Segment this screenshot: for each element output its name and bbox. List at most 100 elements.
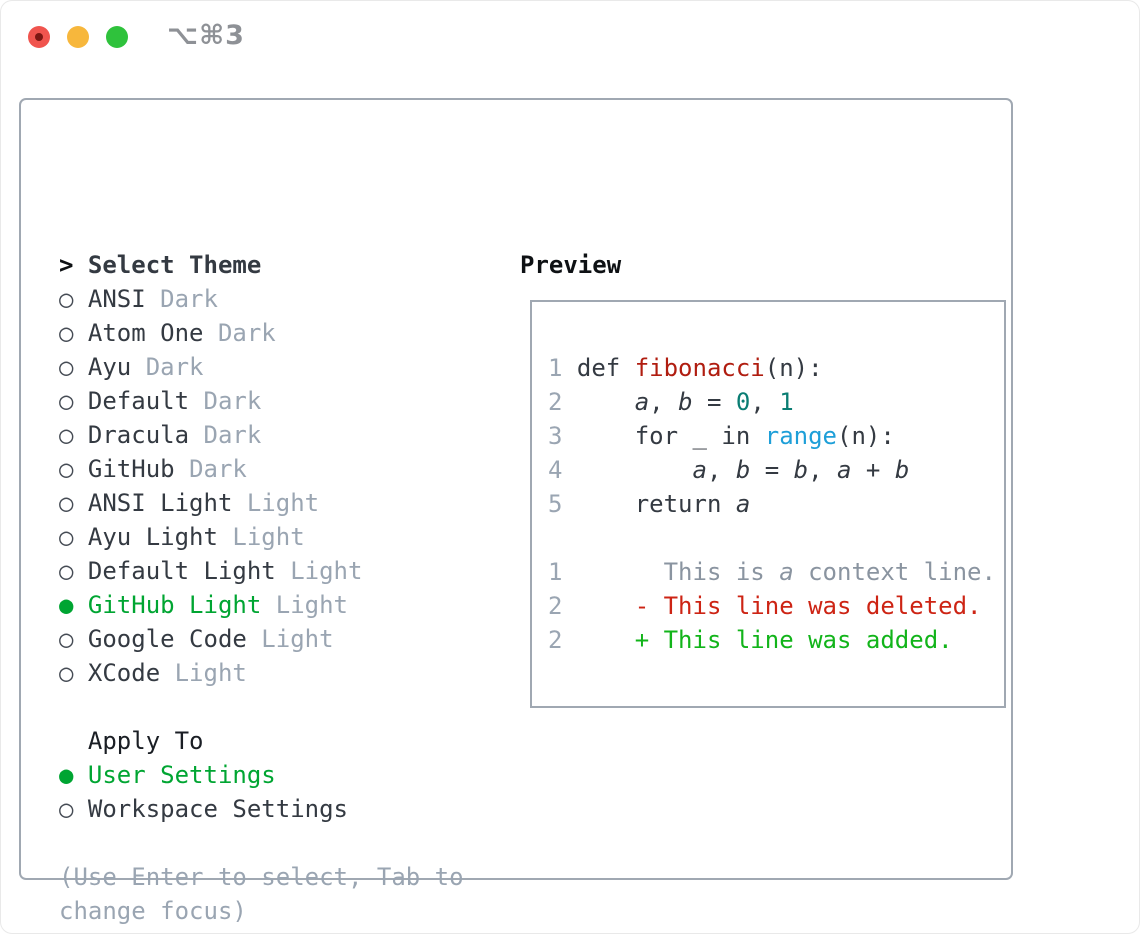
- apply-to-label: Apply To: [87, 727, 204, 755]
- line-number: 2: [548, 388, 577, 416]
- preview-line: 2 a, b = 0, 1: [548, 385, 1004, 419]
- theme-name: ANSI Light: [87, 489, 247, 517]
- theme-option-ansi[interactable]: ○ ANSI Dark: [59, 282, 464, 316]
- theme-name: Ayu: [87, 353, 146, 381]
- hint-text-line1: (Use Enter to select, Tab to: [59, 863, 464, 891]
- preview-line: 2 - This line was deleted.: [548, 589, 1004, 623]
- theme-name: Google Code: [87, 625, 262, 653]
- line-number: 2: [548, 592, 577, 620]
- theme-variant-tag: Light: [174, 659, 247, 687]
- theme-option-default[interactable]: ○ Default Dark: [59, 384, 464, 418]
- code-token-dimvar: a: [779, 558, 794, 586]
- preview-line: 4 a, b = b, a + b: [548, 453, 1004, 487]
- theme-option-ayu[interactable]: ○ Ayu Dark: [59, 350, 464, 384]
- code-token-func: fibonacci: [634, 354, 765, 382]
- radio-unselected-icon: ○: [59, 523, 88, 551]
- radio-selected-icon: ●: [59, 761, 88, 789]
- theme-name: Ayu Light: [87, 523, 233, 551]
- code-token-code: for _ in: [576, 422, 765, 450]
- theme-option-github-light[interactable]: ● GitHub Light Light: [59, 588, 464, 622]
- radio-unselected-icon: ○: [59, 353, 88, 381]
- theme-name: GitHub Light: [87, 591, 276, 619]
- code-token-code: ,: [649, 388, 679, 416]
- theme-variant-tag: Light: [290, 557, 363, 585]
- minimize-button[interactable]: [67, 26, 89, 48]
- select-theme-label: Select Theme: [87, 251, 262, 279]
- apply-option-user-settings[interactable]: ● User Settings: [59, 758, 464, 792]
- hint-text-line2: change focus): [59, 897, 247, 925]
- code-token-var: b: [678, 388, 693, 416]
- code-token-num: 1: [779, 388, 794, 416]
- theme-option-google-code[interactable]: ○ Google Code Light: [59, 622, 464, 656]
- theme-variant-tag: Dark: [189, 455, 247, 483]
- theme-name: ANSI: [87, 285, 161, 313]
- preview-line: 3 for _ in range(n):: [548, 419, 1004, 453]
- radio-unselected-icon: ○: [59, 387, 88, 415]
- code-token-code: return: [576, 490, 736, 518]
- zoom-button[interactable]: [106, 26, 128, 48]
- theme-option-github[interactable]: ○ GitHub Dark: [59, 452, 464, 486]
- theme-option-default-light[interactable]: ○ Default Light Light: [59, 554, 464, 588]
- preview-line: [548, 521, 1004, 555]
- code-token-var: b: [894, 456, 910, 484]
- preview-line: 5 return a: [548, 487, 1004, 521]
- code-token-builtin: range: [764, 422, 837, 450]
- theme-variant-tag: Dark: [160, 285, 218, 313]
- radio-unselected-icon: ○: [59, 557, 88, 585]
- code-token-code: ,: [706, 456, 736, 484]
- theme-option-atom-one[interactable]: ○ Atom One Dark: [59, 316, 464, 350]
- preview-line: 1 This is a context line.: [548, 555, 1004, 589]
- code-token-dim: context line.: [793, 558, 996, 586]
- apply-option-label: Workspace Settings: [87, 795, 348, 823]
- code-token-dim: This is: [576, 558, 780, 586]
- theme-option-ayu-light[interactable]: ○ Ayu Light Light: [59, 520, 464, 554]
- theme-variant-tag: Dark: [145, 353, 204, 381]
- code-token-code: +: [851, 456, 895, 484]
- code-token-code: ,: [750, 388, 780, 416]
- theme-variant-tag: Light: [275, 591, 348, 619]
- code-token-var: b: [735, 456, 751, 484]
- theme-list: > Select Theme○ ANSI Dark○ Atom One Dark…: [59, 248, 464, 928]
- radio-unselected-icon: ○: [59, 795, 88, 823]
- code-token-code: (n):: [837, 422, 895, 450]
- code-token-var: b: [793, 456, 809, 484]
- code-token-var: a: [837, 456, 852, 484]
- code-token-code: (n):: [764, 354, 823, 382]
- radio-unselected-icon: ○: [59, 659, 88, 687]
- theme-option-xcode[interactable]: ○ XCode Light: [59, 656, 464, 690]
- preview-title: Preview: [520, 251, 622, 279]
- theme-variant-tag: Dark: [217, 319, 276, 347]
- theme-name: Default Light: [87, 557, 291, 585]
- code-token-var: a: [692, 456, 707, 484]
- close-button[interactable]: [28, 26, 50, 48]
- select-theme-header: > Select Theme: [59, 248, 464, 282]
- radio-unselected-icon: ○: [59, 625, 88, 653]
- code-token-code: [577, 456, 693, 484]
- radio-unselected-icon: ○: [59, 319, 88, 347]
- line-number: 3: [548, 422, 577, 450]
- apply-option-workspace-settings[interactable]: ○ Workspace Settings: [59, 792, 464, 826]
- window-title: ⌥⌘3: [167, 20, 245, 51]
- theme-option-ansi-light[interactable]: ○ ANSI Light Light: [59, 486, 464, 520]
- code-token-var: a: [735, 490, 751, 518]
- apply-to-header: Apply To: [59, 724, 464, 758]
- preview-line: 1 def fibonacci(n):: [548, 351, 1004, 385]
- theme-name: Dracula: [87, 421, 204, 449]
- code-token-num: 0: [735, 388, 751, 416]
- code-token-del: - This line was deleted.: [576, 592, 982, 620]
- preview-line: 2 + This line was added.: [548, 623, 1004, 657]
- theme-variant-tag: Dark: [203, 387, 262, 415]
- apply-option-label: User Settings: [87, 761, 276, 789]
- radio-unselected-icon: ○: [59, 489, 88, 517]
- line-number: [548, 524, 562, 552]
- traffic-lights: [28, 26, 128, 48]
- radio-unselected-icon: ○: [59, 455, 88, 483]
- radio-unselected-icon: ○: [59, 285, 88, 313]
- theme-option-dracula[interactable]: ○ Dracula Dark: [59, 418, 464, 452]
- line-number: 1: [548, 558, 577, 586]
- line-number: 1: [548, 354, 577, 382]
- theme-name: GitHub: [87, 455, 190, 483]
- radio-selected-icon: ●: [59, 591, 88, 619]
